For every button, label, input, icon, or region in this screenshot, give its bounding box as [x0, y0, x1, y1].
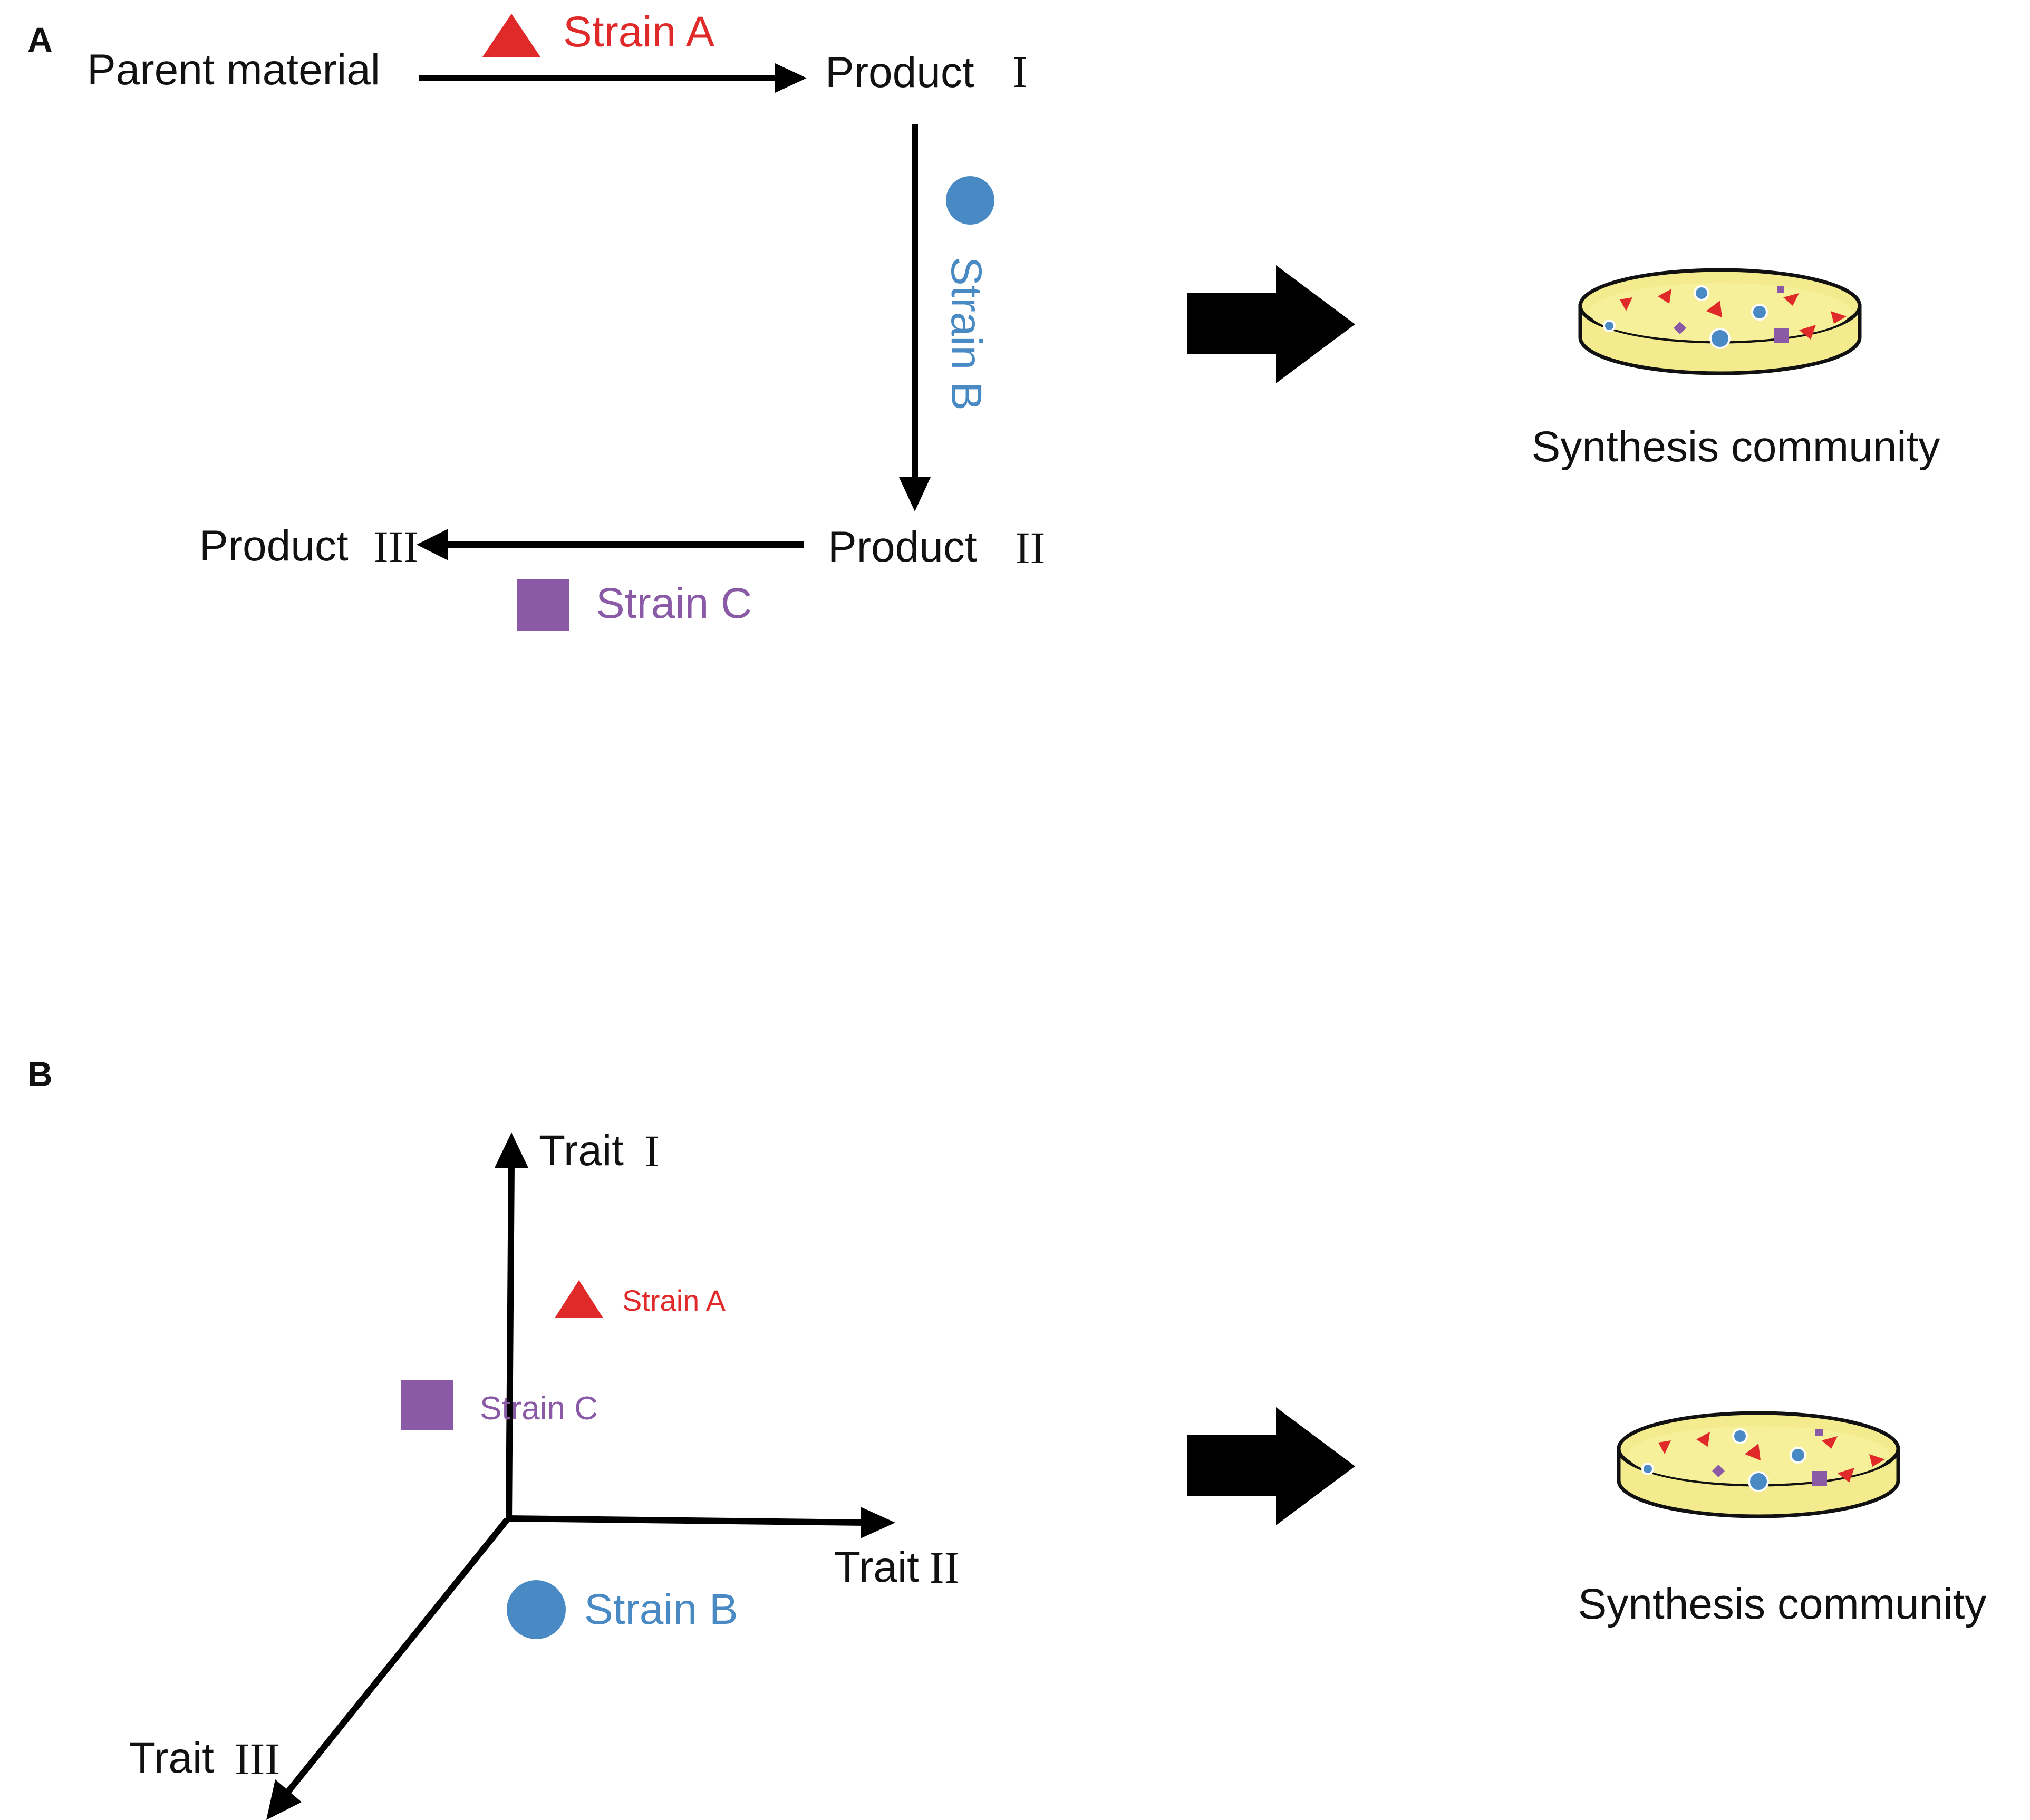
triangle-icon [482, 14, 540, 57]
strain-c-label: Strain C [596, 579, 752, 627]
arrowhead-left-icon [417, 529, 448, 560]
square-icon [517, 579, 569, 631]
community-label-a: Synthesis community [1532, 423, 1940, 471]
trait-2-label: Trait [834, 1543, 919, 1591]
circle-icon [946, 176, 994, 225]
product-3-label: Product [199, 522, 349, 570]
trait-3-numeral: III [235, 1734, 280, 1784]
strain-c-label-b: Strain C [480, 1390, 598, 1427]
circle-icon [507, 1580, 566, 1639]
trait-1-numeral: I [644, 1126, 660, 1176]
parent-material-label: Parent material [87, 46, 380, 94]
petri-dish-icon [1619, 1413, 1898, 1516]
panel-a-letter: A [27, 20, 53, 59]
product-2-numeral: II [1015, 522, 1045, 573]
panel-b-letter: B [27, 1054, 53, 1093]
product-1-label: Product [825, 49, 974, 96]
arrowhead-right-icon [775, 63, 807, 93]
strain-a-label: Strain A [563, 8, 714, 56]
community-label-b: Synthesis community [1578, 1580, 1987, 1628]
strain-b-label: Strain B [942, 257, 990, 411]
square-icon [401, 1380, 453, 1430]
trait-3-axis [285, 1517, 510, 1795]
panel-b: B Trait I Trait II Trait III Strain A St… [27, 1054, 1986, 1820]
triangle-icon [555, 1280, 603, 1318]
strain-b-label-b: Strain B [584, 1585, 738, 1633]
product-1-numeral: I [1012, 46, 1028, 97]
arrowhead-down-icon [899, 477, 931, 511]
right-arrow-icon [1187, 1407, 1355, 1525]
panel-a: A Parent material Product I Strain A Str… [27, 8, 1940, 631]
product-3-numeral: III [373, 521, 419, 572]
petri-dish-icon [1580, 270, 1860, 373]
trait-2-axis [506, 1515, 865, 1526]
trait-1-label: Trait [539, 1127, 624, 1175]
product-2-label: Product [828, 523, 977, 571]
arrowhead-up-icon [495, 1132, 528, 1168]
arrowhead-right-icon [861, 1507, 895, 1538]
arrowhead-down-left-icon [266, 1779, 302, 1820]
right-arrow-icon [1187, 265, 1355, 383]
trait-1-axis [506, 1165, 515, 1522]
strain-a-label-b: Strain A [622, 1284, 726, 1317]
trait-2-numeral: II [929, 1542, 959, 1593]
trait-3-label: Trait [129, 1734, 214, 1782]
